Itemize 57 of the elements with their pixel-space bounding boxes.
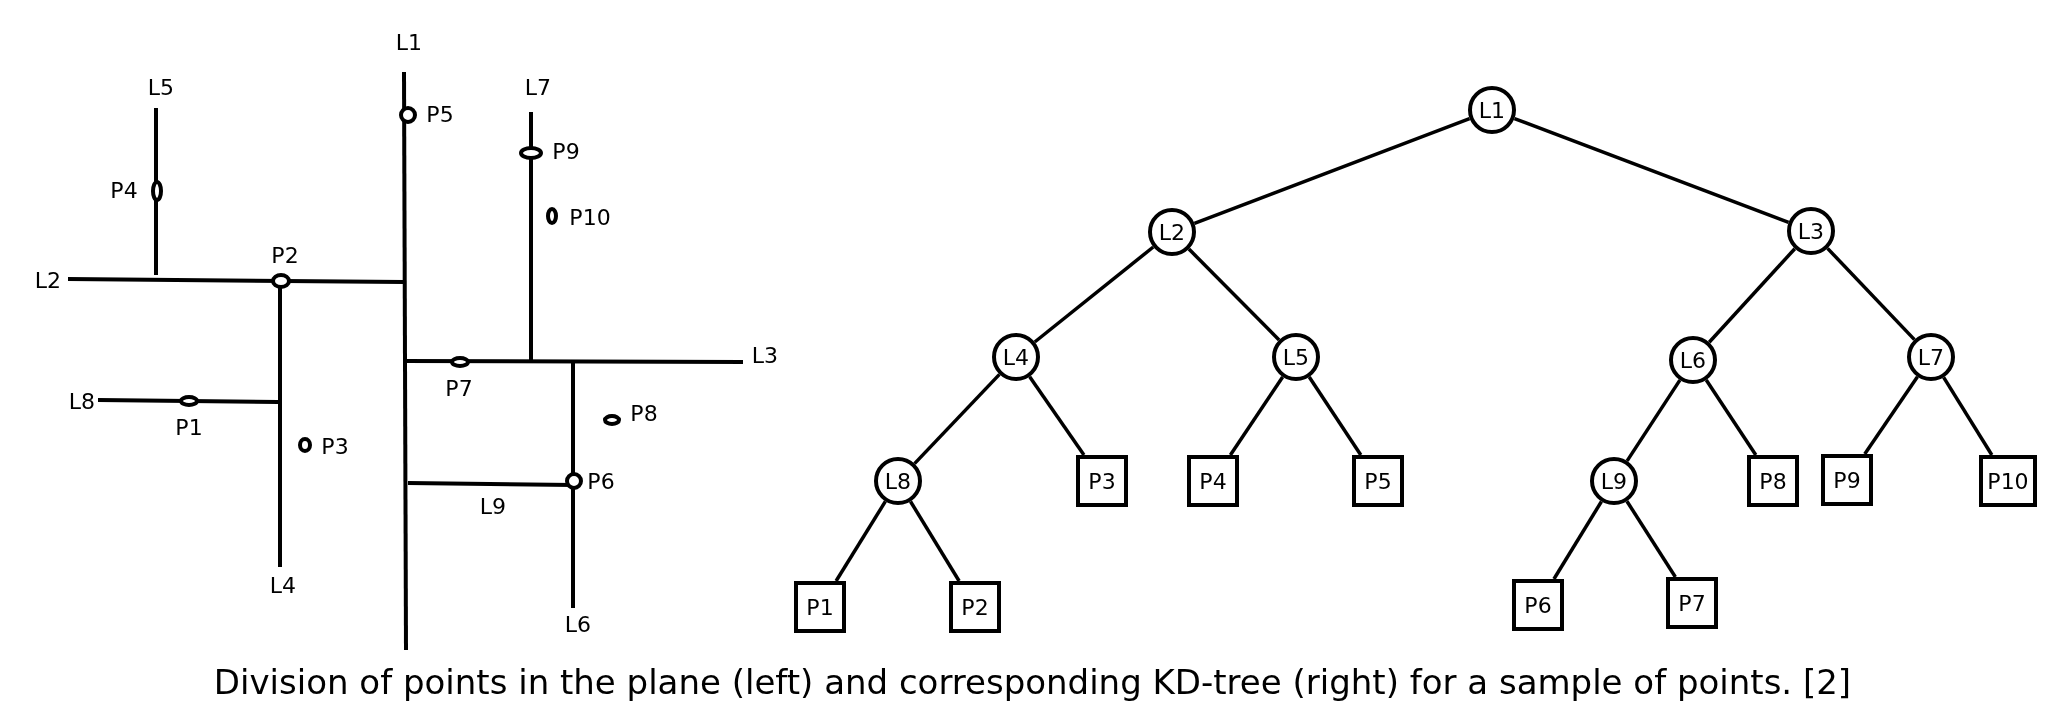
tree-edge bbox=[1826, 247, 1916, 341]
split-node-circle: L1 bbox=[1468, 86, 1516, 134]
tree-edge bbox=[1704, 379, 1758, 456]
tree-edge bbox=[1707, 247, 1797, 344]
tree-edge bbox=[1513, 116, 1790, 225]
split-node-circle: L8 bbox=[874, 457, 922, 505]
plane-label: L5 bbox=[147, 76, 175, 100]
point-leaf-box: P9 bbox=[1821, 454, 1873, 506]
split-node-circle: L3 bbox=[1787, 207, 1835, 255]
plane-label: P5 bbox=[426, 103, 454, 127]
tree-edge bbox=[1193, 116, 1471, 226]
tree-edge bbox=[1033, 245, 1155, 344]
plane-label: P4 bbox=[110, 179, 138, 203]
plane-label: P9 bbox=[552, 140, 580, 164]
plane-label: L1 bbox=[395, 31, 423, 55]
point-leaf-box: P7 bbox=[1666, 577, 1718, 629]
plane-label: P7 bbox=[445, 377, 473, 401]
point-leaf-box: P10 bbox=[1979, 455, 2037, 507]
plane-label: L9 bbox=[479, 495, 507, 519]
tree-edge bbox=[1307, 376, 1363, 456]
split-node-circle: L5 bbox=[1272, 333, 1320, 381]
plane-label: L6 bbox=[564, 613, 592, 637]
split-node-circle: L9 bbox=[1590, 457, 1638, 505]
plane-label: P2 bbox=[271, 244, 299, 268]
tree-edge bbox=[1863, 375, 1919, 455]
split-node-circle: L7 bbox=[1907, 333, 1955, 381]
point-leaf-box: P5 bbox=[1352, 455, 1404, 507]
point-leaf-box: P8 bbox=[1747, 455, 1799, 507]
plane-label: P6 bbox=[587, 470, 615, 494]
tree-edge bbox=[1625, 500, 1677, 578]
tree-edge bbox=[1028, 375, 1086, 456]
point-leaf-box: P6 bbox=[1512, 579, 1564, 631]
plane-label: P3 bbox=[321, 435, 349, 459]
split-node-circle: L4 bbox=[992, 333, 1040, 381]
tree-edge bbox=[1187, 247, 1281, 342]
plane-label: L2 bbox=[34, 269, 62, 293]
tree-edge bbox=[1942, 376, 1994, 456]
tree-edge bbox=[909, 500, 961, 582]
tree-edge bbox=[1228, 375, 1285, 456]
point-leaf-box: P3 bbox=[1076, 455, 1128, 507]
plane-label: P8 bbox=[630, 402, 658, 426]
plane-label: L7 bbox=[524, 76, 552, 100]
tree-edge bbox=[1552, 500, 1603, 580]
plane-label: L4 bbox=[269, 574, 297, 598]
point-leaf-box: P1 bbox=[794, 581, 846, 633]
point-leaf-box: P4 bbox=[1187, 455, 1239, 507]
point-leaf-box: P2 bbox=[949, 581, 1001, 633]
tree-edge bbox=[913, 373, 1001, 465]
plane-label: L8 bbox=[68, 390, 96, 414]
tree-edge bbox=[1625, 379, 1682, 462]
caption: Division of points in the plane (left) and corresponding KD-tree (right) for a sample of points. [2] bbox=[212, 662, 1853, 702]
plane-label: L3 bbox=[751, 344, 779, 368]
plane-label: P10 bbox=[569, 206, 611, 230]
split-node-circle: L2 bbox=[1148, 208, 1196, 256]
plane-label: P1 bbox=[175, 416, 203, 440]
split-node-circle: L6 bbox=[1669, 336, 1717, 384]
tree-edge bbox=[834, 500, 887, 582]
